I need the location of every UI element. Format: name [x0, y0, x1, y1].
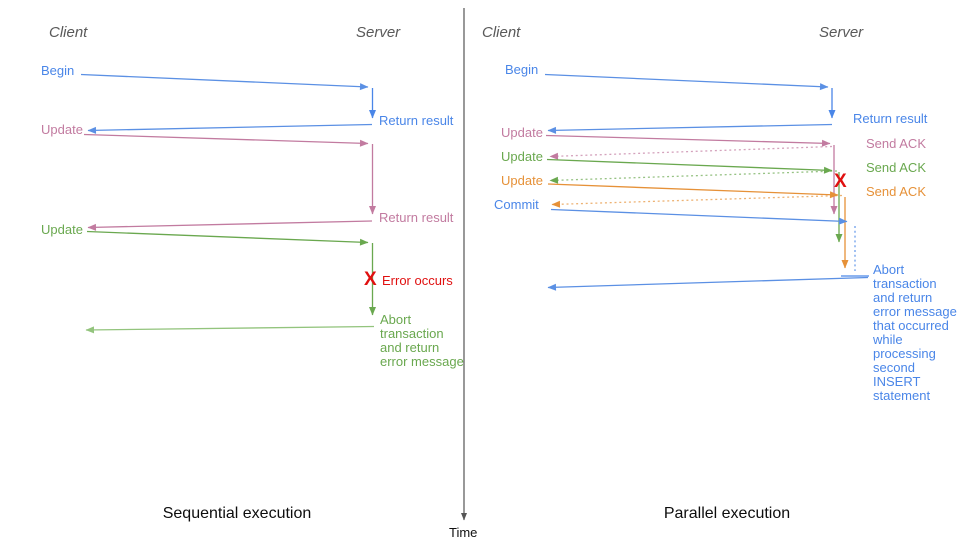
seq-return-result-2-label: Return result: [379, 210, 454, 225]
par-update-1-label: Update: [501, 125, 543, 140]
seq-client-header: Client: [49, 24, 88, 41]
seq-return-result-1-line: [87, 123, 373, 134]
par-commit-request-line: [550, 208, 848, 225]
seq-caption: Sequential execution: [162, 505, 312, 522]
par-caption: Parallel execution: [663, 505, 791, 522]
seq-error-x-mark: X: [364, 269, 377, 290]
par-commit-label: Commit: [494, 197, 539, 212]
sequential-lines: [80, 73, 376, 334]
seq-begin-request-line: [80, 73, 369, 91]
seq-update-1-label: Update: [41, 122, 83, 137]
par-update-1-request-line: [545, 134, 831, 147]
par-error-x-mark: X: [834, 171, 847, 192]
par-update-3-label: Update: [501, 173, 543, 188]
par-server-header: Server: [819, 24, 864, 41]
seq-update-2-request-line: [86, 230, 369, 246]
parallel-lines: [544, 73, 869, 291]
seq-begin-label: Begin: [41, 63, 75, 78]
par-return-result-line: [547, 123, 833, 134]
seq-server-header: Server: [356, 24, 401, 41]
seq-abort-label: Abort transaction and return error messa…: [380, 312, 464, 369]
par-update-2-request-line: [546, 158, 833, 174]
time-axis-label: Time: [449, 525, 478, 540]
par-send-ack-3-line: [551, 194, 843, 208]
par-send-ack-2-line: [549, 170, 838, 184]
par-abort-response-line: [547, 276, 869, 291]
par-send-ack-3-label: Send ACK: [866, 184, 926, 199]
par-return-result-label: Return result: [853, 111, 928, 126]
par-send-ack-1-label: Send ACK: [866, 136, 926, 151]
seq-error-occurs-label: Error occurs: [382, 273, 453, 288]
seq-return-result-2-line: [87, 220, 373, 231]
seq-update-2-label: Update: [41, 222, 83, 237]
par-update-2-label: Update: [501, 149, 543, 164]
par-begin-request-line: [544, 73, 829, 91]
seq-update-1-request-line: [83, 133, 369, 147]
seq-return-result-1-label: Return result: [379, 113, 454, 128]
par-abort-label: Abort transaction and return error messa…: [873, 262, 957, 403]
par-send-ack-2-label: Send ACK: [866, 160, 926, 175]
par-send-ack-1-line: [549, 145, 833, 160]
seq-abort-response-line: [85, 325, 375, 334]
par-client-header: Client: [482, 24, 521, 41]
par-begin-label: Begin: [505, 62, 539, 77]
par-update-3-request-line: [547, 183, 839, 199]
